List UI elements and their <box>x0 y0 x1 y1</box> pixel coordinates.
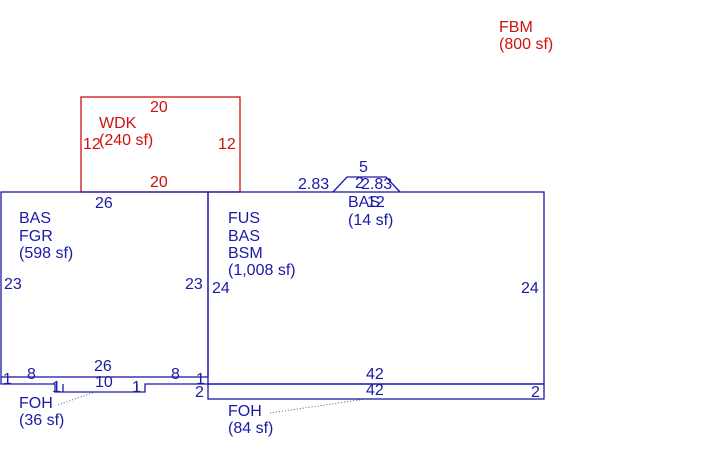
wdk-dim-top: 20 <box>150 99 168 116</box>
bay-dim-top: 5 <box>359 159 368 176</box>
main-dim-right: 24 <box>521 280 539 297</box>
foh-right-leader <box>269 398 367 414</box>
main-dim-bottom: 42 <box>366 366 384 383</box>
garage-area: (598 sf) <box>19 245 73 262</box>
wdk-dim-left: 12 <box>83 136 101 153</box>
garage-line1: BAS <box>19 210 51 227</box>
bay-dim-right: 2.83 <box>361 176 392 193</box>
foh-left-outline <box>0 377 208 393</box>
foh-right-dim-left: 2 <box>195 384 204 401</box>
foh-left-dim-left-h: 1 <box>3 371 12 388</box>
bay-dim-depth: 2 <box>355 175 364 192</box>
main-dim-left: 24 <box>212 280 230 297</box>
bay-code: BAS <box>348 194 380 211</box>
foh-left-dim-inner: 10 <box>95 374 113 391</box>
main-line3: BSM <box>228 245 263 262</box>
bay-area: (14 sf) <box>348 212 393 229</box>
garage-dim-right: 23 <box>185 276 203 293</box>
garage-line2: FGR <box>19 228 53 245</box>
garage-dim-top: 26 <box>95 195 113 212</box>
foh-left-dim-right-h: 1 <box>196 371 205 388</box>
foh-right-dim-right: 2 <box>531 384 540 401</box>
foh-left-leader <box>57 391 96 406</box>
bay-dim-left: 2.83 <box>298 176 329 193</box>
wdk-code: WDK <box>99 115 137 132</box>
foh-right-dim-top: 42 <box>366 382 384 399</box>
foh-left-dim-step-right: 1 <box>132 379 141 396</box>
foh-right-outline <box>207 383 545 400</box>
foh-right-code: FOH <box>228 403 262 420</box>
main-line2: BAS <box>228 228 260 245</box>
foh-left-dim-right-w: 8 <box>171 366 180 383</box>
bay-outline <box>332 176 401 193</box>
foh-left-area: (36 sf) <box>19 412 64 429</box>
foh-right-area: (84 sf) <box>228 420 273 437</box>
wdk-dim-bottom: 20 <box>150 174 168 191</box>
foh-left-code: FOH <box>19 395 53 412</box>
fbm-code: FBM <box>499 19 533 36</box>
garage-dim-left: 23 <box>4 276 22 293</box>
wdk-dim-right: 12 <box>218 136 236 153</box>
bay-dim-base: 12 <box>367 194 385 211</box>
fbm-area: (800 sf) <box>499 36 553 53</box>
foh-left-dim-top: 26 <box>94 358 112 375</box>
foh-left-dim-left-w: 8 <box>27 366 36 383</box>
wdk-area: (240 sf) <box>99 132 153 149</box>
main-area: (1,008 sf) <box>228 262 296 279</box>
foh-left-dim-step-left: 1 <box>52 379 61 396</box>
main-line1: FUS <box>228 210 260 227</box>
